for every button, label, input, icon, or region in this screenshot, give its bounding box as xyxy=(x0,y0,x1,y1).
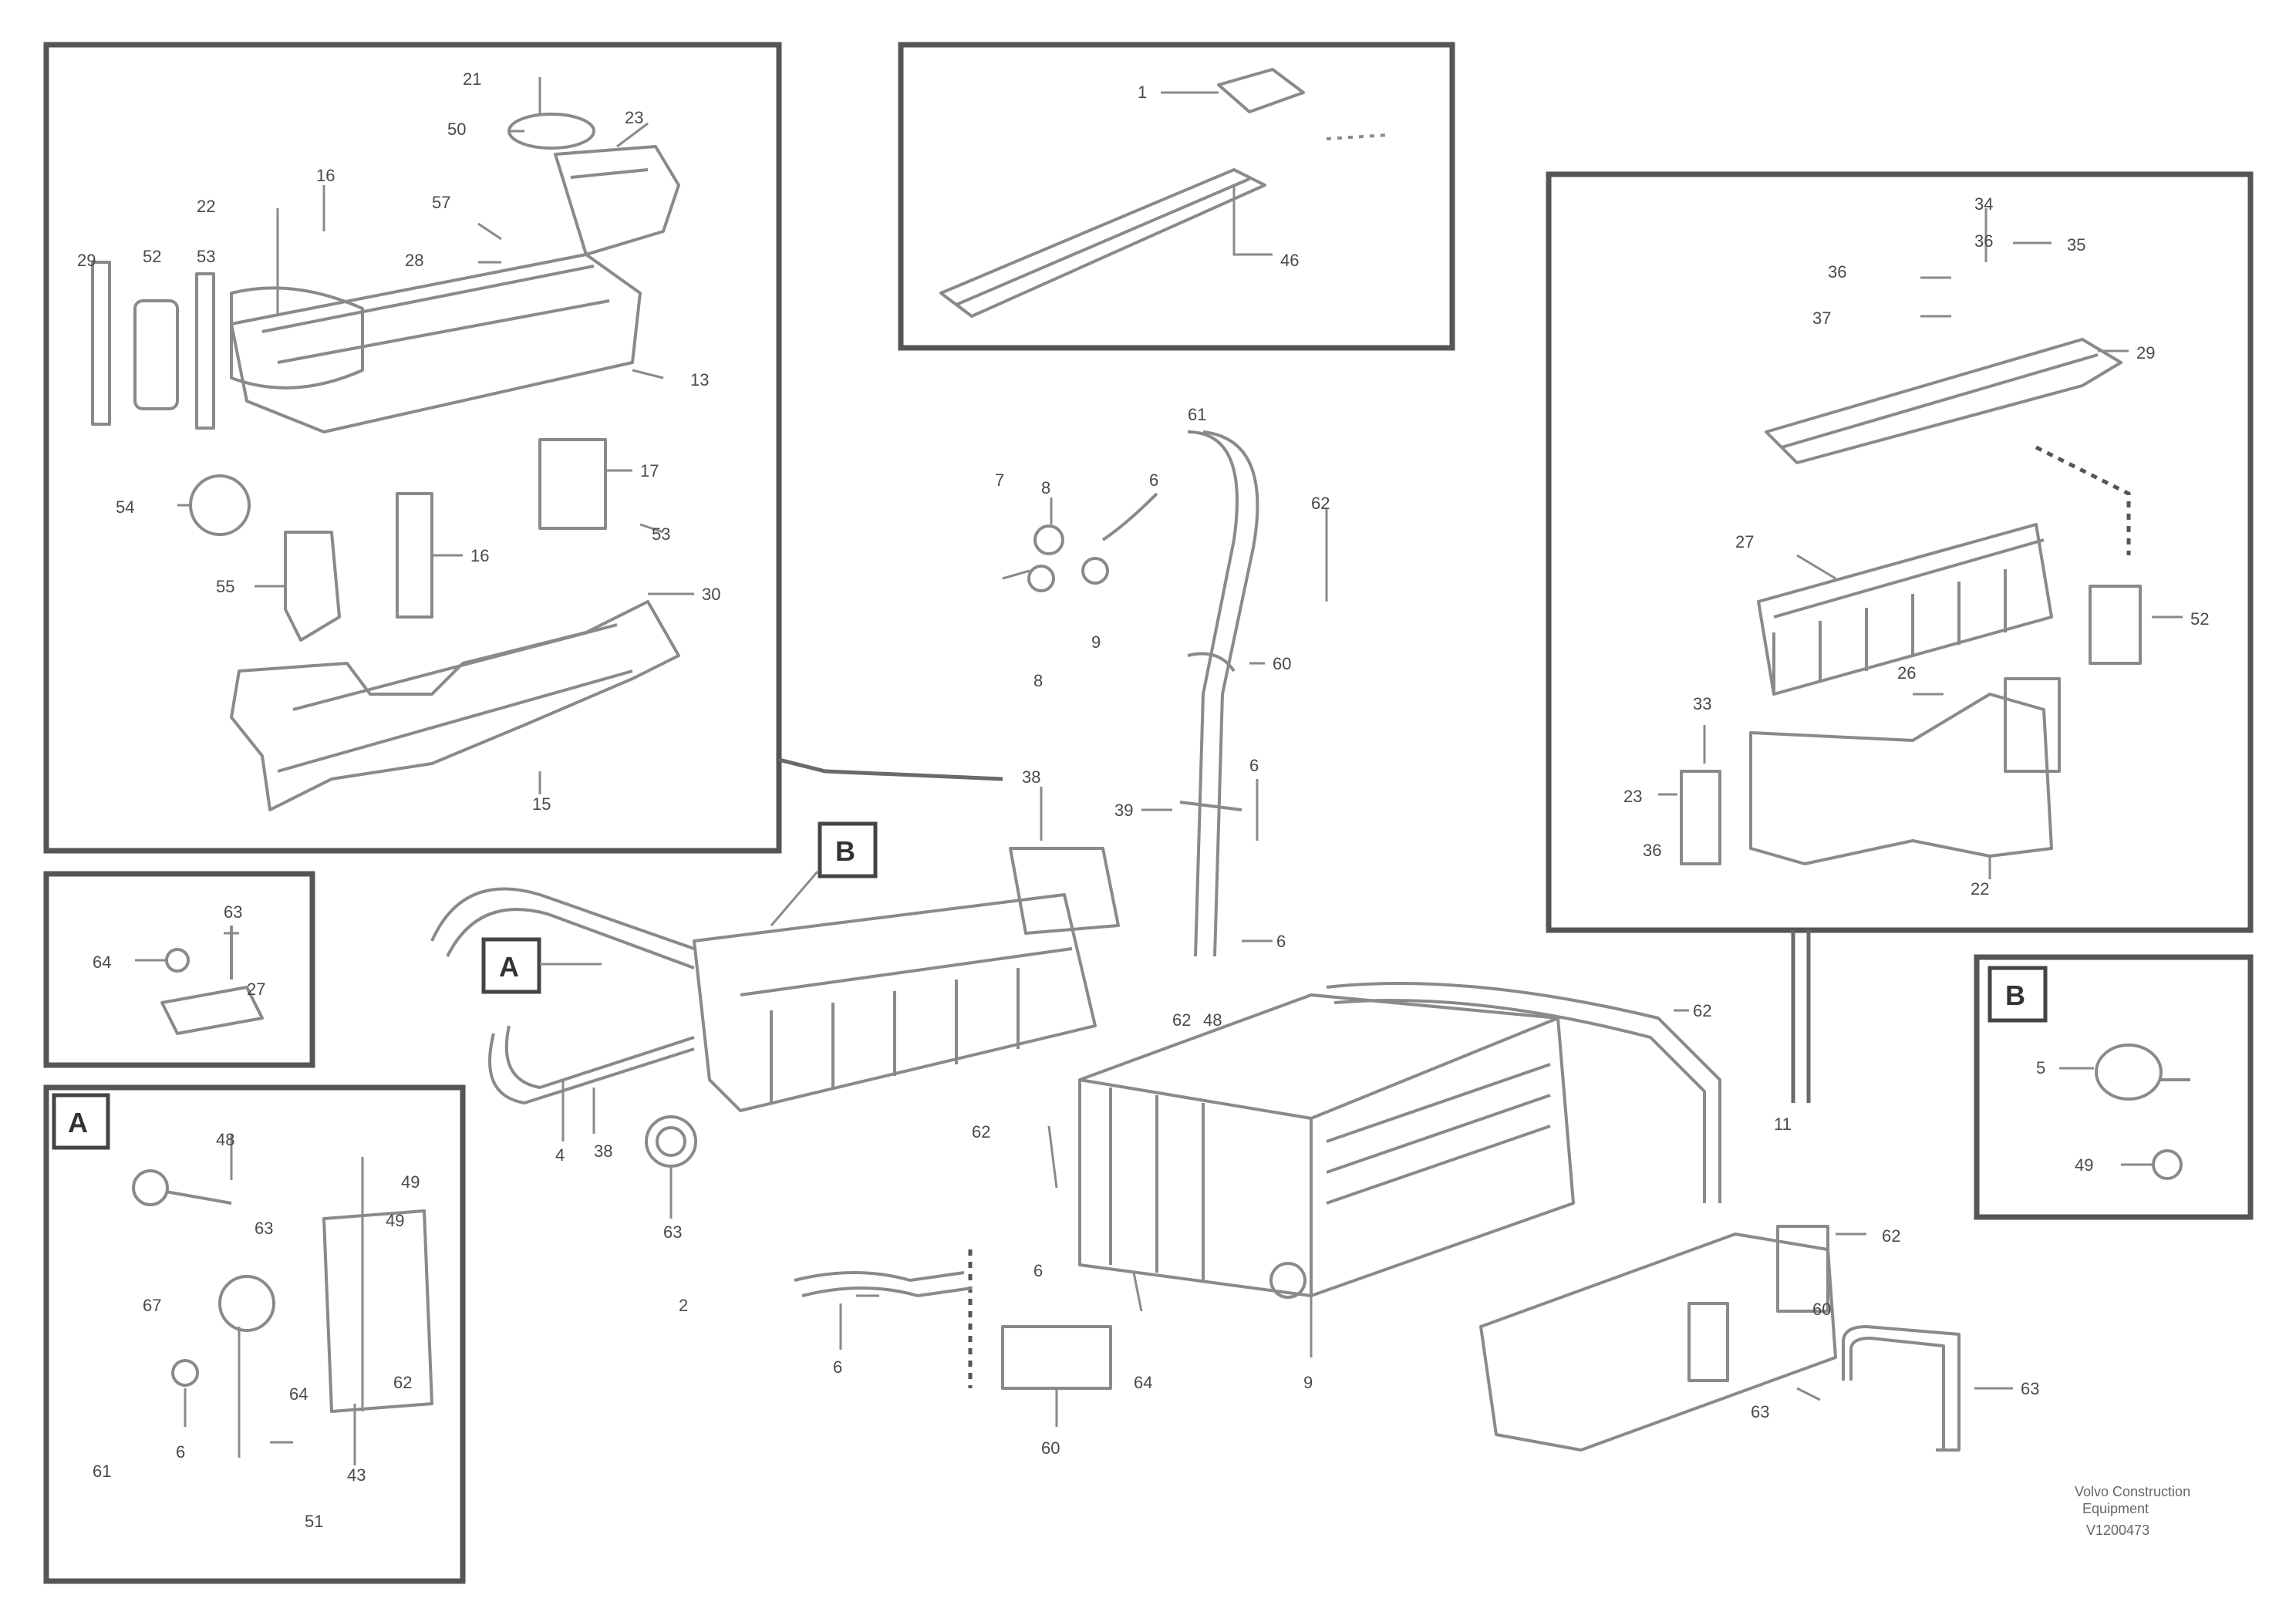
callout: 64 xyxy=(93,953,111,972)
callout: 26 xyxy=(1897,663,1916,683)
callout: 48 xyxy=(1203,1010,1222,1030)
callout: 51 xyxy=(305,1512,323,1531)
callout: 38 xyxy=(594,1141,612,1161)
callout: 22 xyxy=(1971,879,1989,899)
callouts-top-left: 21 50 23 16 22 57 28 29 52 53 13 54 17 1… xyxy=(77,69,720,814)
inset-box-a: A 48 49 63 49 67 64 62 61 6 43 51 xyxy=(43,1084,466,1584)
callout: 57 xyxy=(432,193,450,212)
inset-a-label: A xyxy=(68,1107,88,1138)
callout: 61 xyxy=(1188,405,1206,424)
callout: 11 xyxy=(1774,1114,1792,1134)
callout: 49 xyxy=(386,1211,404,1230)
detail-box-top-left: 21 50 23 16 22 57 28 29 52 53 13 54 17 1… xyxy=(43,42,782,854)
callout: 67 xyxy=(143,1296,161,1315)
callout: 13 xyxy=(690,370,709,389)
leader-line-detail-b xyxy=(1791,930,1811,1103)
callout: 6 xyxy=(833,1357,842,1377)
callout: 6 xyxy=(1249,756,1259,775)
callout: 23 xyxy=(625,108,643,127)
callout: 17 xyxy=(640,461,659,481)
callout: 50 xyxy=(447,120,466,139)
callout: 54 xyxy=(116,497,134,517)
callout: 60 xyxy=(1812,1300,1831,1319)
callout: 34 xyxy=(1974,194,1993,214)
callout: 6 xyxy=(176,1442,185,1462)
callout: 63 xyxy=(224,902,242,922)
callout: 2 xyxy=(679,1296,688,1315)
callout: 53 xyxy=(197,247,215,266)
callout: 37 xyxy=(1812,309,1831,328)
footer-line-2: Equipment xyxy=(2082,1501,2149,1516)
leader-line-detail xyxy=(778,757,1003,781)
callout: 16 xyxy=(316,166,335,185)
callout: 23 xyxy=(1623,787,1642,806)
callout: 63 xyxy=(255,1219,273,1238)
callout: 49 xyxy=(2075,1155,2093,1175)
callout: 55 xyxy=(216,577,234,596)
detail-box-small-left: 63 64 27 xyxy=(43,871,315,1068)
callout: 9 xyxy=(1303,1373,1313,1392)
callout: 38 xyxy=(1022,767,1040,787)
callout: 7 xyxy=(995,470,1004,490)
callout: 62 xyxy=(1693,1001,1711,1020)
callout: 8 xyxy=(1033,671,1043,690)
callout: 27 xyxy=(247,980,265,999)
inset-b-label: B xyxy=(2005,980,2025,1011)
callout: 63 xyxy=(2021,1379,2039,1398)
callout: 16 xyxy=(470,546,489,565)
callout: 36 xyxy=(1974,231,1993,251)
callout: 63 xyxy=(663,1222,682,1242)
callout: 36 xyxy=(1643,841,1661,860)
drawing-reference: Volvo Construction Equipment V1200473 xyxy=(2075,1484,2190,1538)
callout: 9 xyxy=(1091,632,1101,652)
callout: 62 xyxy=(1311,494,1330,513)
callout: 30 xyxy=(702,585,720,604)
callout: 5 xyxy=(2036,1058,2045,1077)
callout: 22 xyxy=(197,197,215,216)
callout: 29 xyxy=(77,251,96,270)
callout: 49 xyxy=(401,1172,420,1192)
inset-box-b: B 5 49 xyxy=(1974,954,2254,1220)
callout: 46 xyxy=(1280,251,1299,270)
callout: 29 xyxy=(2136,343,2155,363)
callout: 39 xyxy=(1114,801,1133,820)
callout: 52 xyxy=(2190,609,2209,629)
callout: 6 xyxy=(1033,1261,1043,1280)
tag-b: B xyxy=(835,835,855,867)
footer-line-1: Volvo Construction xyxy=(2075,1484,2190,1499)
callout: 33 xyxy=(1693,694,1711,713)
main-assembly: A B xyxy=(430,405,2039,1458)
callout: 52 xyxy=(143,247,161,266)
callout: 28 xyxy=(405,251,423,270)
detail-box-top-right: 34 35 36 37 29 27 52 26 33 23 36 22 36 xyxy=(1546,171,2254,933)
callout: 62 xyxy=(1172,1010,1191,1030)
callout: 8 xyxy=(1041,478,1050,497)
callout: 6 xyxy=(1149,470,1158,490)
callout: 64 xyxy=(1134,1373,1152,1392)
callout: 61 xyxy=(93,1462,111,1481)
callout: 62 xyxy=(1882,1226,1900,1246)
callout: 4 xyxy=(555,1145,565,1165)
callout: 64 xyxy=(289,1384,308,1404)
callout: 63 xyxy=(1751,1402,1769,1421)
callout: 53 xyxy=(652,524,670,544)
callout: 27 xyxy=(1735,532,1754,551)
callout: 60 xyxy=(1041,1438,1060,1458)
callout: 62 xyxy=(393,1373,412,1392)
tag-a: A xyxy=(499,951,519,983)
detail-box-top-center: 1 46 xyxy=(898,42,1455,351)
callout: 35 xyxy=(2067,235,2085,255)
callout: 15 xyxy=(532,794,551,814)
callouts-main: 61 8 62 7 6 8 9 60 6 39 38 6 62 4 38 63 … xyxy=(555,405,2039,1458)
callout: 1 xyxy=(1138,83,1147,102)
callout: 6 xyxy=(1276,932,1286,951)
callout: 48 xyxy=(216,1130,234,1149)
footer-line-3: V1200473 xyxy=(2086,1523,2149,1538)
callout: 62 xyxy=(972,1122,990,1141)
callout: 21 xyxy=(463,69,481,89)
callout: 60 xyxy=(1273,654,1291,673)
callout: 43 xyxy=(347,1465,366,1485)
callout: 36 xyxy=(1828,262,1846,282)
